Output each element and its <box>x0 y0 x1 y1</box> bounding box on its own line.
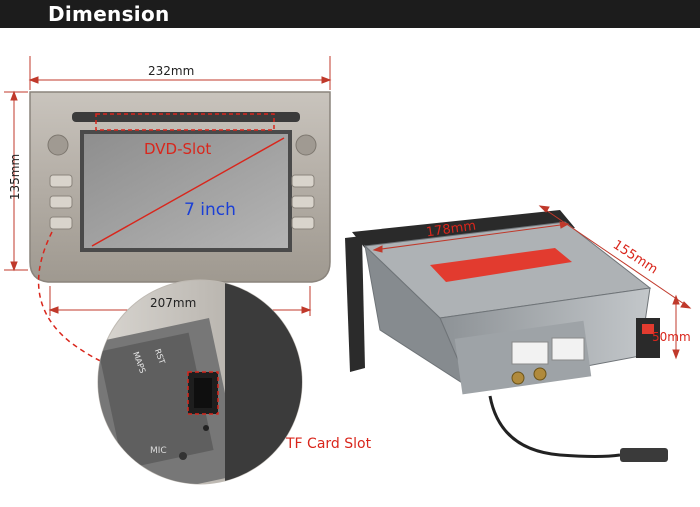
height-left-label: 135mm <box>8 153 23 201</box>
header-bar: Dimension <box>0 0 700 28</box>
page-title: Dimension <box>48 2 170 26</box>
width-bottom-label: 207mm <box>150 296 197 310</box>
front-unit <box>29 91 331 283</box>
mic-label: MIC <box>150 446 167 456</box>
tf-card-slot-label: TF Card Slot <box>286 436 372 452</box>
rear-dimension-lines <box>372 205 692 360</box>
width-top-label: 232mm <box>148 64 195 78</box>
rear-unit <box>345 210 668 462</box>
screen-diagonal-line <box>91 137 285 247</box>
tf-card-closeup <box>97 279 303 485</box>
tf-slot-highlight <box>187 371 219 415</box>
screen-size-label: 7 inch <box>184 200 236 220</box>
depth-height-label: 50mm <box>652 330 691 344</box>
dvd-slot-highlight <box>95 113 275 131</box>
dvd-slot-label: DVD-Slot <box>144 140 212 158</box>
